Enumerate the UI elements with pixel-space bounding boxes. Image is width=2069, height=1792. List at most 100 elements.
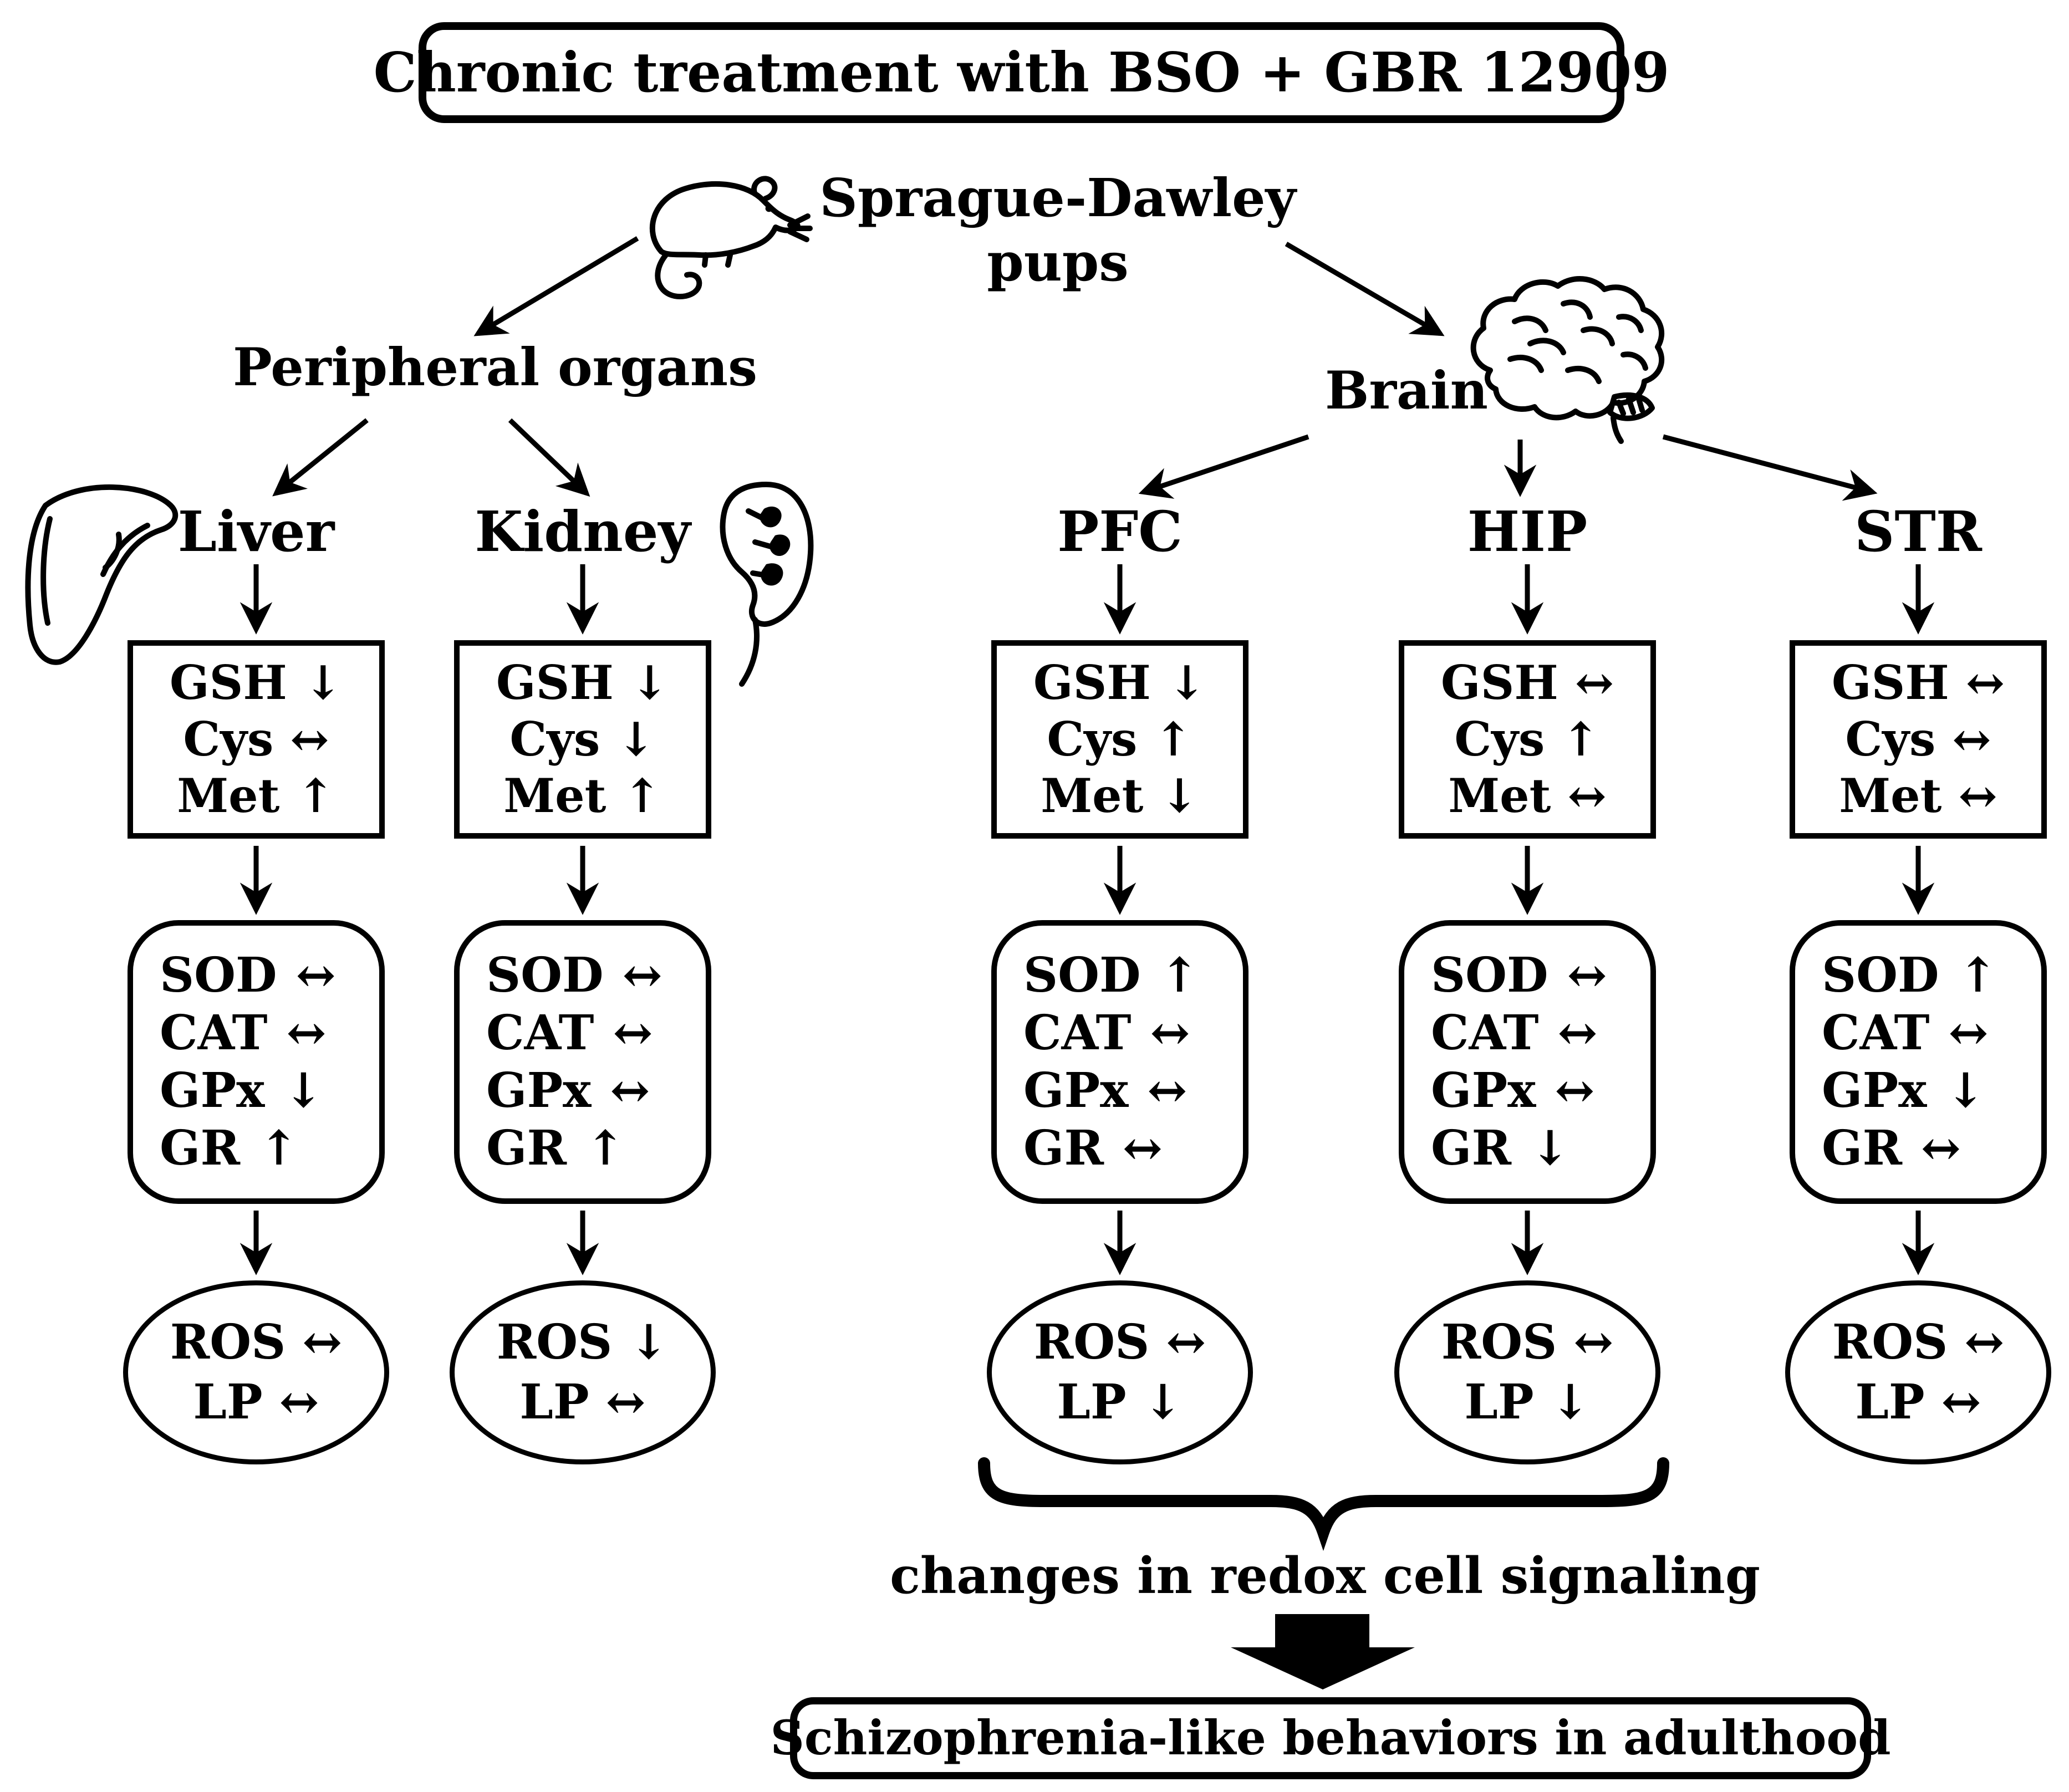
enzyme-row: GR↑ — [486, 1124, 706, 1173]
outcome-row: ROS↓ — [455, 1318, 711, 1367]
enzyme-name: CAT — [1822, 1005, 1930, 1061]
enzyme-row: SOD↔ — [1431, 951, 1650, 1000]
subject-label: Sprague-Dawley pups — [808, 166, 1307, 295]
change-arrow: ↔ — [302, 1314, 343, 1370]
enzyme-name: GPx — [160, 1063, 265, 1119]
metabolite-row: Cys ↔ — [133, 715, 379, 764]
change-arrow: ↑ — [1561, 712, 1601, 767]
change-arrow: ↑ — [585, 1120, 625, 1176]
enzyme-box-kidney: SOD↔ CAT ↔ GPx↔ GR↑ — [454, 920, 711, 1204]
enzyme-row: SOD↑ — [1822, 951, 2041, 1000]
outcome-name: LP — [1464, 1374, 1534, 1430]
change-arrow: ↓ — [1160, 768, 1199, 823]
enzyme-name: GPx — [1431, 1063, 1536, 1119]
brain-icon — [1470, 276, 1665, 444]
change-arrow: ↔ — [1958, 768, 1997, 823]
outcome-name: LP — [1057, 1374, 1127, 1430]
metabolite-name: Cys — [1454, 712, 1545, 767]
outcome-ellipse-hip: ROS↔ LP↓ — [1394, 1280, 1660, 1464]
subject-line-2: pups — [987, 232, 1129, 293]
metabolite-row: GSH↓ — [460, 658, 706, 707]
change-arrow: ↔ — [1964, 1314, 2005, 1370]
change-arrow: ↓ — [1945, 1063, 1986, 1119]
arrow-pups-to-peripheral — [473, 236, 639, 336]
change-arrow: ↔ — [1555, 1063, 1595, 1119]
enzyme-row: GPx↔ — [486, 1066, 706, 1115]
enzyme-row: GR↔ — [1822, 1124, 2041, 1173]
enzyme-name: CAT — [486, 1005, 594, 1061]
metabolite-name: Met — [177, 768, 280, 823]
enzyme-name: SOD — [486, 947, 604, 1003]
enzyme-name: SOD — [1023, 947, 1141, 1003]
enzyme-name: SOD — [1431, 947, 1548, 1003]
arrow-peripheral-to-liver — [272, 418, 369, 497]
metabolite-row: Met↔ — [1795, 772, 2041, 820]
enzyme-row: SOD↔ — [486, 951, 706, 1000]
change-arrow: ↑ — [623, 768, 662, 823]
enzyme-row: GPx↔ — [1431, 1066, 1650, 1115]
outcome-ellipse-str: ROS↔ LP↔ — [1785, 1280, 2051, 1464]
organ-label-hip: HIP — [1467, 499, 1588, 564]
page-title: Chronic treatment with BSO + GBR 12909 — [373, 40, 1670, 105]
enzyme-row: GPx↓ — [1822, 1066, 2041, 1115]
change-arrow: ↔ — [290, 712, 329, 767]
outcome-name: LP — [1855, 1374, 1925, 1430]
outcome-row: LP ↔ — [128, 1377, 384, 1427]
change-arrow: ↑ — [1159, 947, 1200, 1003]
change-arrow: ↔ — [1557, 1005, 1598, 1061]
metabolite-name: Met — [1448, 768, 1551, 823]
enzyme-name: GR — [1822, 1120, 1902, 1176]
metabolite-row: GSH↔ — [1795, 658, 2041, 707]
change-arrow: ↔ — [1147, 1063, 1188, 1119]
subject-line-1: Sprague-Dawley — [819, 167, 1296, 229]
metabolite-name: Cys — [183, 712, 274, 767]
outcome-row: LP ↓ — [992, 1377, 1248, 1427]
metabolite-row: Cys ↑ — [1404, 715, 1650, 764]
enzyme-name: CAT — [160, 1005, 268, 1061]
outcome-name: LP — [519, 1374, 589, 1430]
change-arrow: ↑ — [1154, 712, 1193, 767]
enzyme-row: CAT↔ — [1431, 1009, 1650, 1058]
metabolite-box-kidney: GSH↓ Cys↓ Met↑ — [454, 640, 711, 839]
enzyme-name: GPx — [1023, 1063, 1129, 1119]
outcome-name: ROS — [1033, 1314, 1150, 1370]
change-arrow: ↔ — [1920, 1120, 1961, 1176]
organ-label-liver: Liver — [177, 499, 335, 564]
change-arrow: ↓ — [1550, 1374, 1591, 1430]
organ-label-pfc: PFC — [1057, 499, 1183, 564]
change-arrow: ↓ — [629, 1314, 669, 1370]
enzyme-name: GR — [1023, 1120, 1104, 1176]
change-arrow: ↔ — [610, 1063, 650, 1119]
metabolite-box-hip: GSH↔ Cys ↑ Met↔ — [1399, 640, 1656, 839]
enzyme-row: SOD↑ — [1023, 951, 1243, 1000]
enzyme-box-hip: SOD↔ CAT↔ GPx↔ GR↓ — [1399, 920, 1656, 1204]
metabolite-box-str: GSH↔ Cys↔ Met↔ — [1790, 640, 2047, 839]
metabolite-row: GSH↔ — [1404, 658, 1650, 707]
outcome-row: ROS↔ — [128, 1318, 384, 1367]
title-box: Chronic treatment with BSO + GBR 12909 — [374, 22, 1669, 123]
metabolite-name: GSH — [1831, 655, 1949, 710]
outcome-ellipse-kidney: ROS↓ LP ↔ — [450, 1280, 716, 1464]
change-arrow: ↔ — [605, 1374, 646, 1430]
outcome-row: ROS↔ — [992, 1318, 1248, 1367]
outcome-name: LP — [193, 1374, 263, 1430]
change-arrow: ↓ — [283, 1063, 324, 1119]
arrow-pups-to-brain — [1285, 242, 1445, 336]
organ-label-kidney: Kidney — [475, 499, 691, 564]
enzyme-row: GPx↔ — [1023, 1066, 1243, 1115]
change-arrow: ↔ — [295, 947, 336, 1003]
enzyme-name: GPx — [486, 1063, 592, 1119]
arrow-brain-to-pfc — [1138, 434, 1309, 499]
outcome-ellipse-pfc: ROS↔ LP↓ — [987, 1280, 1253, 1464]
organ-label-str: STR — [1854, 499, 1982, 564]
metabolite-row: Met↔ — [1404, 772, 1650, 820]
outcome-name: ROS — [170, 1314, 286, 1370]
outcome-name: ROS — [1441, 1314, 1557, 1370]
change-arrow: ↔ — [1166, 1314, 1206, 1370]
change-arrow: ↓ — [1167, 655, 1207, 710]
change-arrow: ↓ — [1143, 1374, 1183, 1430]
enzyme-name: CAT — [1023, 1005, 1132, 1061]
metabolite-row: Met↑ — [460, 772, 706, 820]
branch-label-brain: Brain — [1325, 360, 1488, 421]
change-arrow: ↔ — [279, 1374, 319, 1430]
